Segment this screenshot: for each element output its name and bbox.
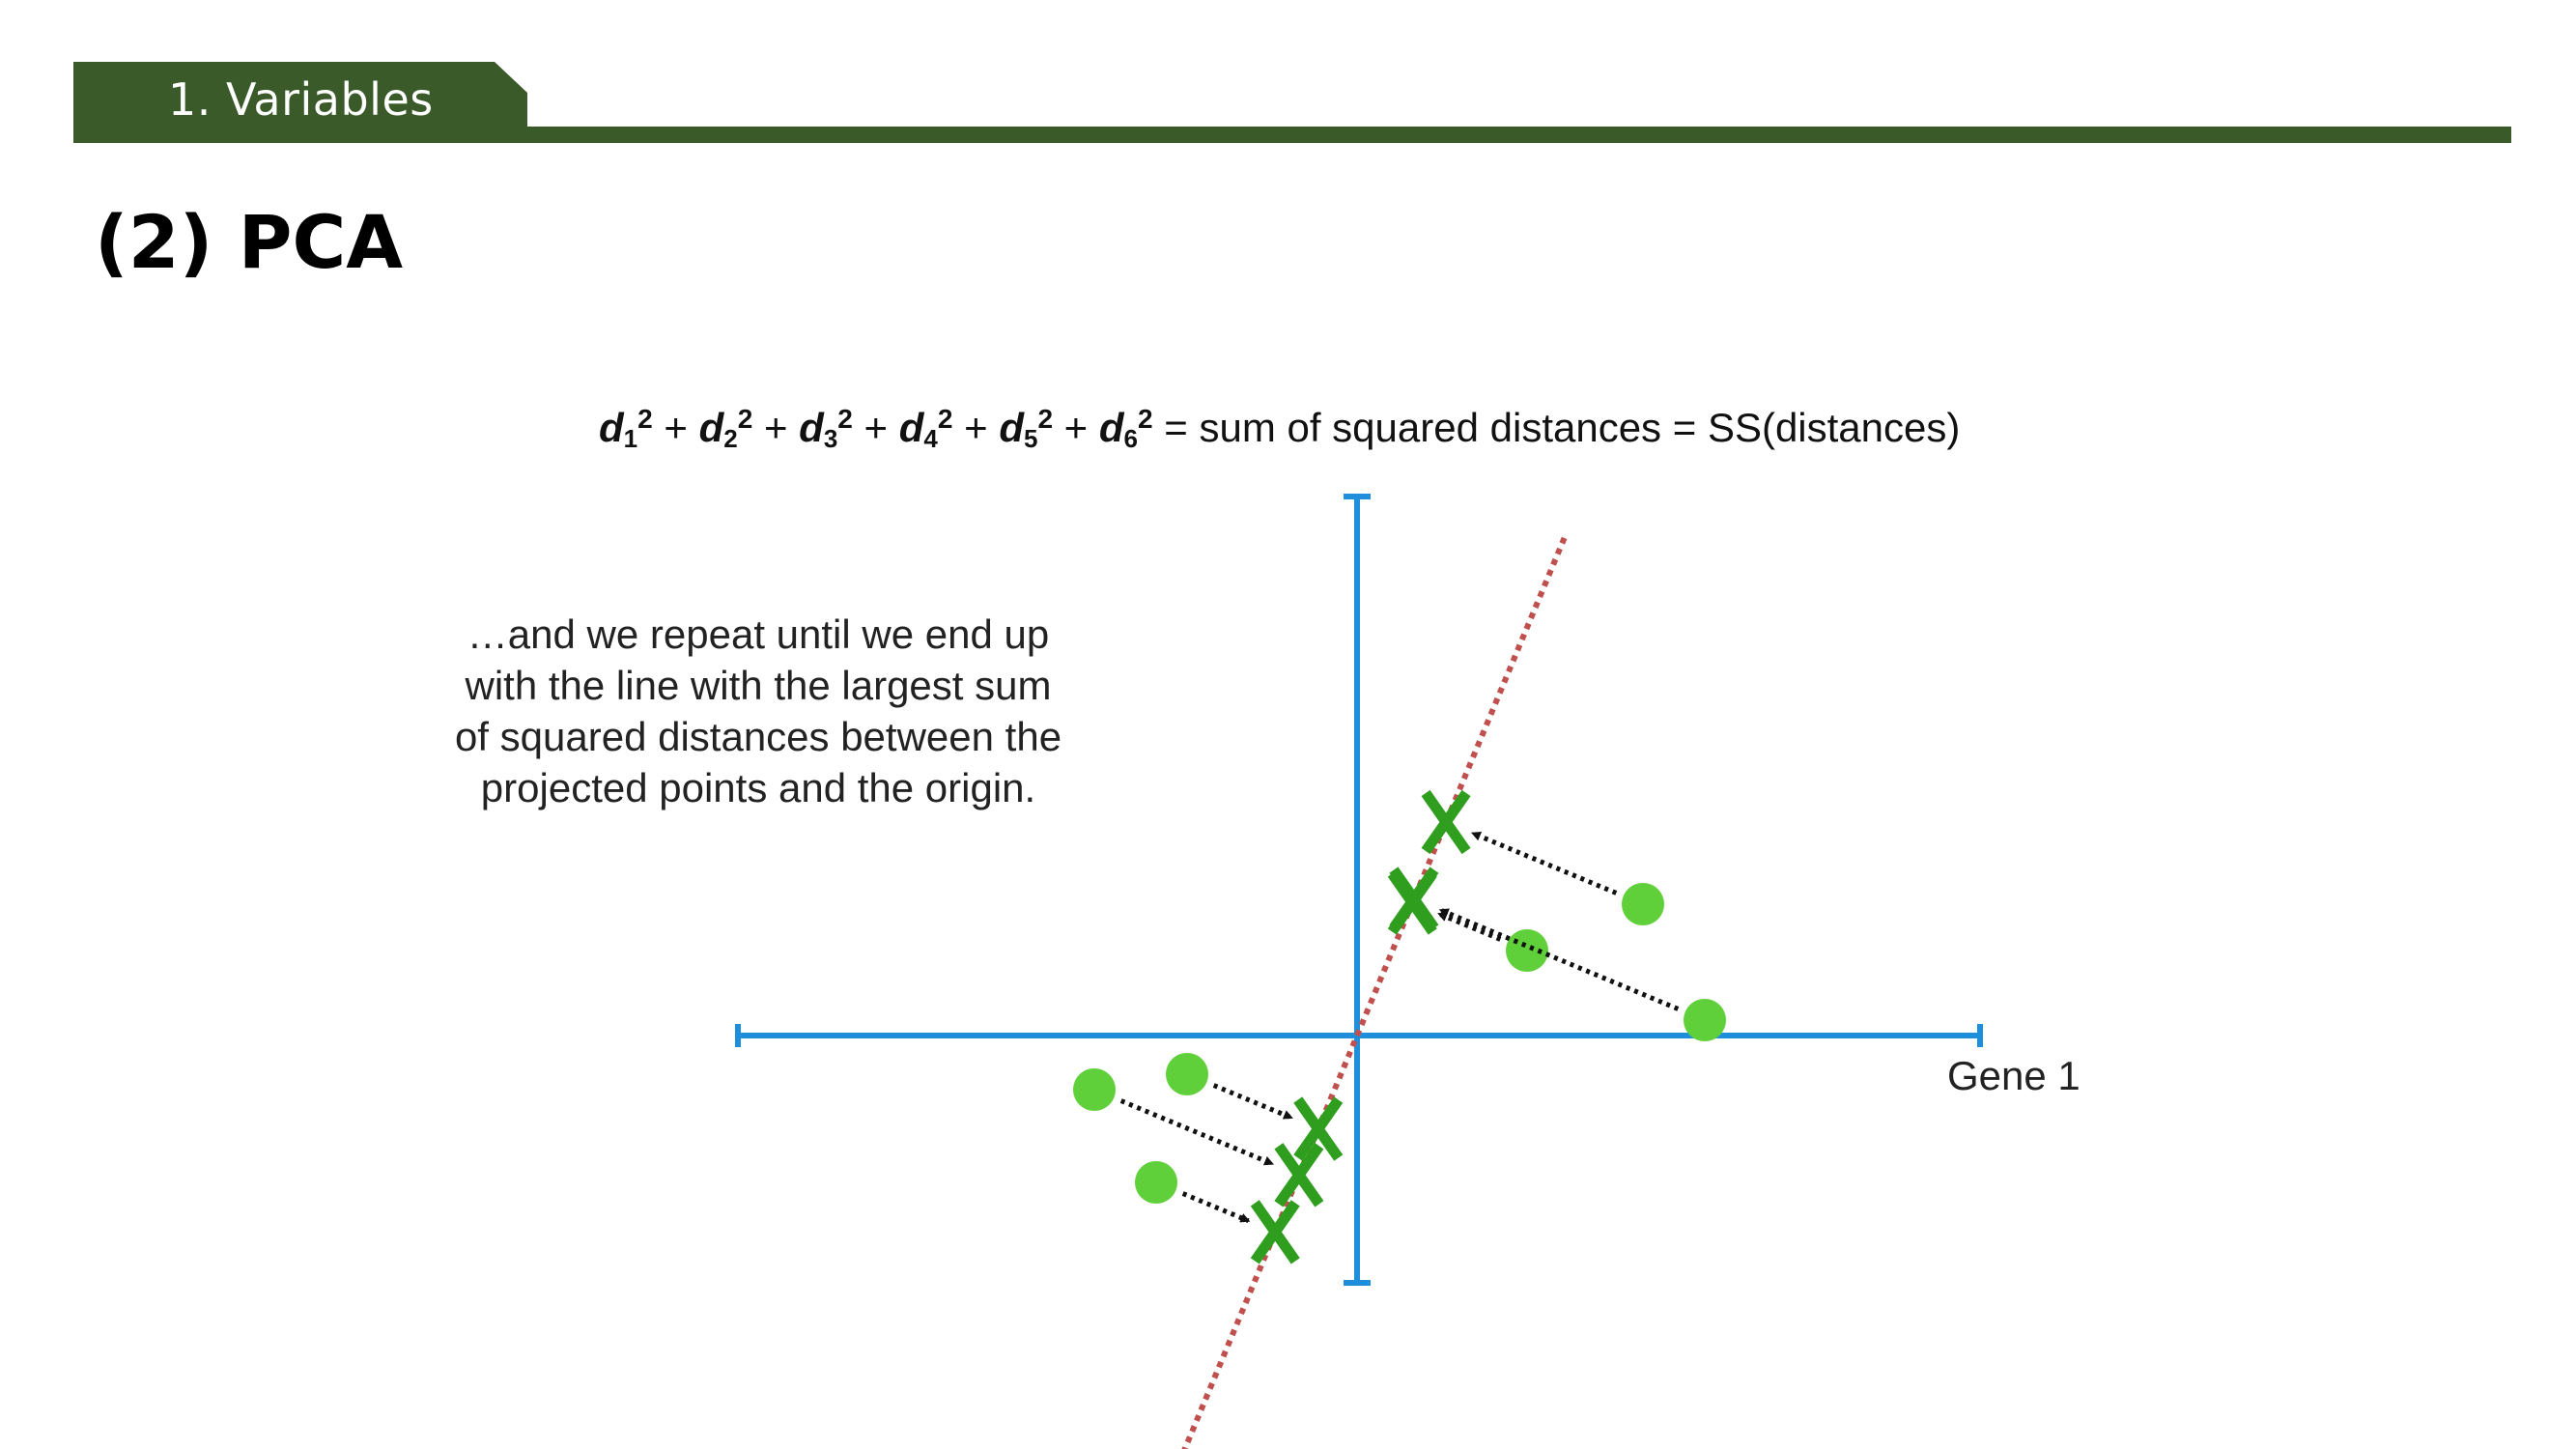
projection-arrow-1 — [1470, 831, 1618, 895]
data-point-4 — [1073, 1068, 1116, 1111]
formula-plus: + — [1053, 405, 1099, 450]
projected-cross-4 — [1274, 1143, 1324, 1208]
projected-cross-1 — [1421, 789, 1471, 855]
formula-plus: + — [652, 405, 699, 450]
section-label: 1. Variables — [168, 73, 434, 126]
cross-stroke — [1274, 1143, 1324, 1208]
cross-stroke — [1389, 867, 1439, 931]
formula-terms: d12 + d22 + d32 + d42 + d52 + d62 — [599, 404, 1164, 453]
projection-arrow-2 — [1437, 911, 1502, 942]
data-point-6 — [1135, 1161, 1177, 1204]
formula-term: d62 — [1098, 404, 1153, 453]
page-title: (2) PCA — [95, 199, 404, 285]
caption: …and we repeat until we end up with the … — [406, 609, 1111, 813]
data-point-3 — [1684, 999, 1726, 1041]
formula-equals-1: = — [1164, 405, 1188, 450]
formula-term: d12 — [599, 404, 653, 453]
cross-stroke — [1293, 1096, 1344, 1161]
projected-cross-3 — [1389, 867, 1439, 931]
formula-abbreviation: SS(distances) — [1707, 405, 1961, 450]
formula-term: d22 — [698, 404, 753, 453]
formula-equals-2: = — [1672, 405, 1697, 450]
formula-plus: + — [852, 405, 899, 450]
data-point-5 — [1166, 1053, 1208, 1095]
formula-term: d52 — [999, 404, 1054, 453]
projected-cross-5 — [1293, 1096, 1344, 1161]
caption-line: of squared distances between the — [454, 714, 1062, 759]
formula-plus: + — [752, 405, 800, 450]
projected-cross-6 — [1250, 1200, 1300, 1264]
cross-stroke — [1250, 1200, 1300, 1264]
projection-arrow-5 — [1212, 1083, 1293, 1121]
formula-term: d32 — [799, 404, 853, 453]
formula-term: d42 — [898, 404, 953, 453]
cross-stroke — [1421, 789, 1471, 855]
formula-description: sum of squared distances — [1199, 405, 1662, 450]
projection-arrow-6 — [1181, 1191, 1251, 1224]
caption-line: projected points and the origin. — [480, 765, 1036, 810]
caption-line: with the line with the largest sum — [465, 663, 1052, 708]
projection-arrow-4 — [1119, 1098, 1275, 1167]
section-tab-shape — [73, 62, 527, 143]
formula: d12 + d22 + d32 + d42 + d52 + d62 = sum … — [599, 404, 1960, 454]
header-rule — [527, 127, 2511, 143]
caption-line: …and we repeat until we end up — [467, 611, 1050, 657]
data-point-1 — [1622, 883, 1664, 925]
x-axis-label: Gene 1 — [1947, 1053, 2081, 1098]
formula-plus: + — [952, 405, 1000, 450]
section-tab: 1. Variables — [73, 62, 527, 143]
fit-line — [1181, 534, 1569, 1449]
